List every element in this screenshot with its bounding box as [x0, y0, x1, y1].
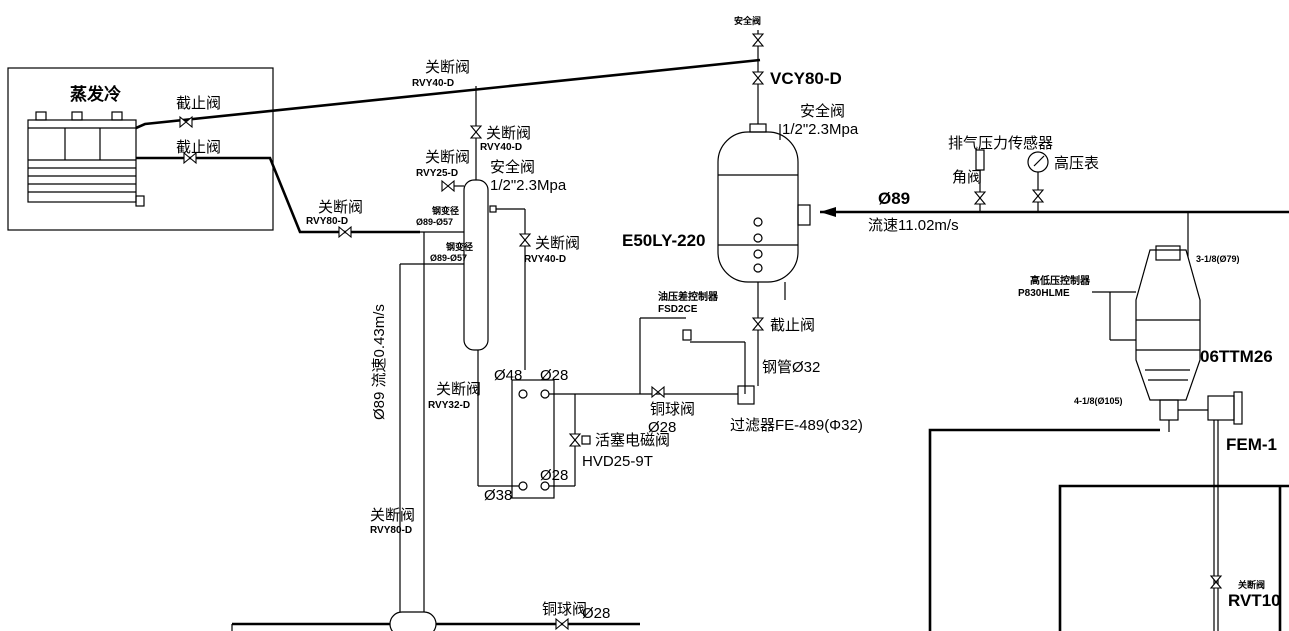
shutoff-5-model: RVY40-D [524, 254, 566, 265]
shutoff-3-model: RVY25-D [416, 168, 458, 179]
cu-ball-label: 铜球阀 [650, 401, 695, 418]
receiver-label: E50LY-220 [622, 231, 706, 250]
shutoff-valve-4-model: RVY80-D [306, 216, 348, 227]
shutoff-2-model: RVY40-D [480, 142, 522, 153]
shutoff-6-model: RVY32-D [428, 400, 470, 411]
conn-31-8-label: 3-1/8(Ø79) [1196, 254, 1240, 264]
rvt-label: RVT10 [1228, 591, 1281, 610]
velocity-horizontal: 流速11.02m/s [868, 217, 959, 234]
filter-label: 过滤器FE-489(Φ32) [730, 417, 863, 434]
safety-top-label: 安全阀 [734, 15, 761, 26]
evaporative-condenser: 蒸发冷 [7, 67, 274, 231]
solenoid-model: HVD25-9T [582, 453, 653, 470]
d48-label: Ø48 [494, 367, 522, 384]
compressor-label: 06TTM26 [1200, 347, 1273, 366]
hlp-model-label: P830HLME [1018, 288, 1070, 299]
condenser-piping: 截止阀 截止阀 关断阀 RVY80-D [135, 58, 761, 238]
safety-sep-spec: 1/2"2.3Mpa [490, 177, 567, 194]
pipe-89-label: Ø89 [878, 189, 910, 208]
shutoff-top-model: RVY40-D [412, 78, 454, 89]
plate-heat-exchanger: 关断阀 RVY32-D Ø48 Ø28 Ø28 Ø38 活塞电磁阀 HVD25-… [428, 350, 670, 504]
shutoff-valve-4-label: 关断阀 [318, 199, 363, 216]
d28c-label: Ø28 [648, 419, 676, 436]
d38-label: Ø38 [484, 487, 512, 504]
suction-lines: 关断阀 RVT10 [928, 420, 1289, 631]
evap-cond-label: 蒸发冷 [70, 84, 121, 104]
shutoff-5-label: 关断阀 [535, 235, 580, 252]
shutoff-7-model: RVY80-D [370, 525, 412, 536]
shutoff-6-label: 关断阀 [436, 381, 481, 398]
riser-pipe: Ø89 流速0.43m/s 关断阀 RVY80-D [370, 232, 425, 622]
shutoff-3-label: 关断阀 [425, 149, 470, 166]
discharge-line: Ø89 流速11.02m/s 排气压力传感器 高压表 角阀 3-1/8(Ø79) [820, 135, 1289, 270]
solenoid-label: 活塞电磁阀 [595, 431, 670, 449]
stop-valve-label-2: 截止阀 [176, 139, 221, 156]
cu-ball-2-label: 铜球阀 [542, 601, 587, 618]
safety-tank-label: 安全阀 [800, 102, 845, 120]
d28d-label: Ø28 [582, 605, 610, 622]
stop-valve-3-label: 截止阀 [770, 317, 815, 334]
reducer-1-spec: Ø89-Ø57 [416, 217, 453, 227]
oil-ctrl-label: 油压差控制器 [658, 290, 719, 303]
bottom-piping: 铜球阀 Ø28 [231, 601, 640, 631]
shutoff-top-label: 关断阀 [425, 59, 470, 76]
shutoff-2-label: 关断阀 [486, 125, 531, 142]
hp-gauge-label: 高压表 [1054, 155, 1099, 172]
hlp-ctrl-label: 高低压控制器 [1030, 274, 1091, 287]
oil-ctrl-model: FSD2CE [658, 304, 698, 315]
filter-assembly: 铜球阀 Ø28 过滤器FE-489(Φ32) 油压差控制器 FSD2CE [639, 290, 863, 436]
reducer-2-spec: Ø89-Ø57 [430, 253, 467, 263]
stop-valve-label-1: 截止阀 [176, 95, 221, 112]
disch-sensor-label: 排气压力传感器 [948, 135, 1053, 152]
top-shutoff-valve: 关断阀 RVY40-D 关断阀 RVY40-D [412, 59, 531, 180]
safety-sep-label: 安全阀 [490, 158, 535, 176]
conn-41-8-label: 4-1/8(Ø105) [1074, 396, 1123, 406]
velocity-vertical: Ø89 流速0.43m/s [371, 304, 388, 420]
shutoff-8-label: 关断阀 [1238, 579, 1265, 590]
compressor: 高低压控制器 P830HLME 06TTM26 4-1/8(Ø105) FEM-… [1018, 245, 1277, 454]
reducer-2-label: 钢变径 [446, 241, 473, 252]
shutoff-7-label: 关断阀 [370, 507, 415, 524]
safety-tank-spec: 1/2"2.3Mpa [782, 121, 859, 138]
oil-separator: 关断阀 RVY25-D 安全阀 1/2"2.3Mpa 钢变径 Ø89-Ø57 钢… [400, 149, 580, 370]
steel-pipe-label: 钢管Ø32 [762, 359, 820, 376]
d28a-label: Ø28 [540, 367, 568, 384]
d28b-label: Ø28 [540, 467, 568, 484]
angle-valve-label: 角阀 [952, 169, 982, 186]
receiver-tank: 安全阀 VCY80-D 安全阀 1/2"2.3Mpa E50LY-220 截止阀… [622, 15, 859, 386]
fem-label: FEM-1 [1226, 435, 1277, 454]
reducer-1-label: 钢变径 [432, 205, 459, 216]
vcy-label: VCY80-D [770, 69, 842, 88]
